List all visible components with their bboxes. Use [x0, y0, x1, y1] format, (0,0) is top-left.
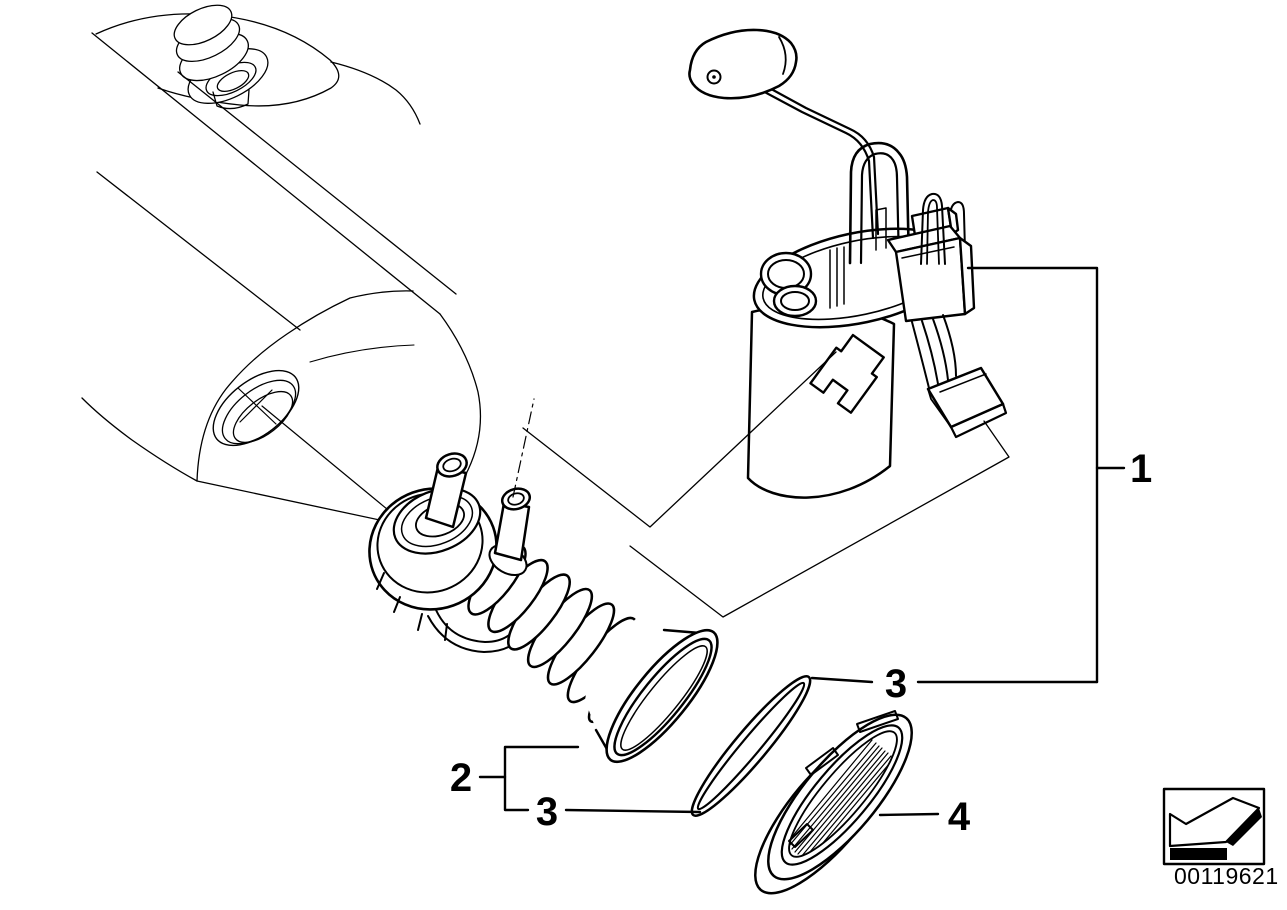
tank-pump-opening — [212, 369, 394, 515]
footer: 00119621 — [1162, 787, 1279, 889]
wiring-harness — [911, 314, 957, 389]
float-arm — [755, 82, 880, 240]
diagram-number: 00119621 — [1174, 863, 1279, 889]
fuel-tank-outline — [81, 4, 482, 538]
locking-ring — [754, 710, 913, 895]
filter-housing-assembly — [368, 452, 730, 775]
pump-canister — [746, 304, 896, 499]
callout-label-3-lower[interactable]: 3 — [536, 790, 558, 834]
alignment-leader-lines — [512, 351, 1010, 618]
callout-label-4[interactable]: 4 — [948, 795, 971, 839]
filler-neck — [173, 4, 269, 110]
back-arrow-button[interactable] — [1162, 787, 1266, 866]
pump-plug — [809, 333, 885, 414]
callout-label-3-upper[interactable]: 3 — [885, 662, 907, 706]
callout-label-1[interactable]: 1 — [1130, 447, 1152, 491]
sealing-o-ring — [690, 675, 812, 817]
callout-label-2[interactable]: 2 — [450, 756, 472, 800]
flange-cup — [585, 615, 730, 775]
flange-ports — [759, 251, 818, 318]
back-arrow-3d-icon — [1168, 796, 1262, 860]
fuel-pump-unit — [688, 28, 1008, 499]
fuel-hose-loop — [848, 141, 911, 265]
outlet-nozzle-large — [415, 452, 468, 538]
fuel-float — [688, 28, 798, 100]
harness-connector — [926, 366, 1008, 439]
sender-wires — [920, 192, 946, 265]
locking-ring-thread-hatching — [785, 739, 895, 863]
outlet-nozzle-small — [488, 487, 532, 577]
callout-lines — [478, 266, 1126, 817]
nozzle-centerline — [512, 398, 535, 498]
